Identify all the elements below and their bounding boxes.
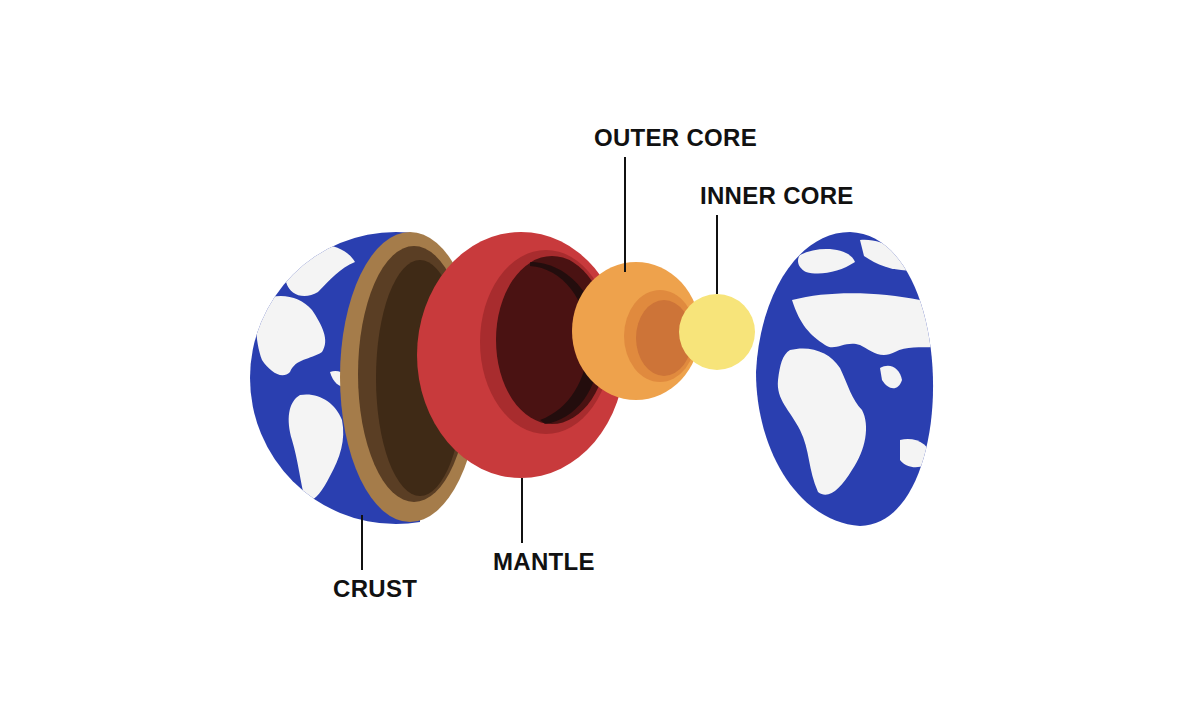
inner-core-sphere bbox=[679, 294, 755, 370]
leader-lines bbox=[362, 157, 717, 570]
layer-label: CRUST bbox=[333, 575, 417, 603]
left-hemisphere bbox=[250, 232, 420, 524]
layer-label: MANTLE bbox=[493, 548, 595, 576]
layer-label: INNER CORE bbox=[700, 182, 854, 210]
layer-label: OUTER CORE bbox=[594, 124, 757, 152]
right-hemisphere bbox=[756, 232, 950, 526]
